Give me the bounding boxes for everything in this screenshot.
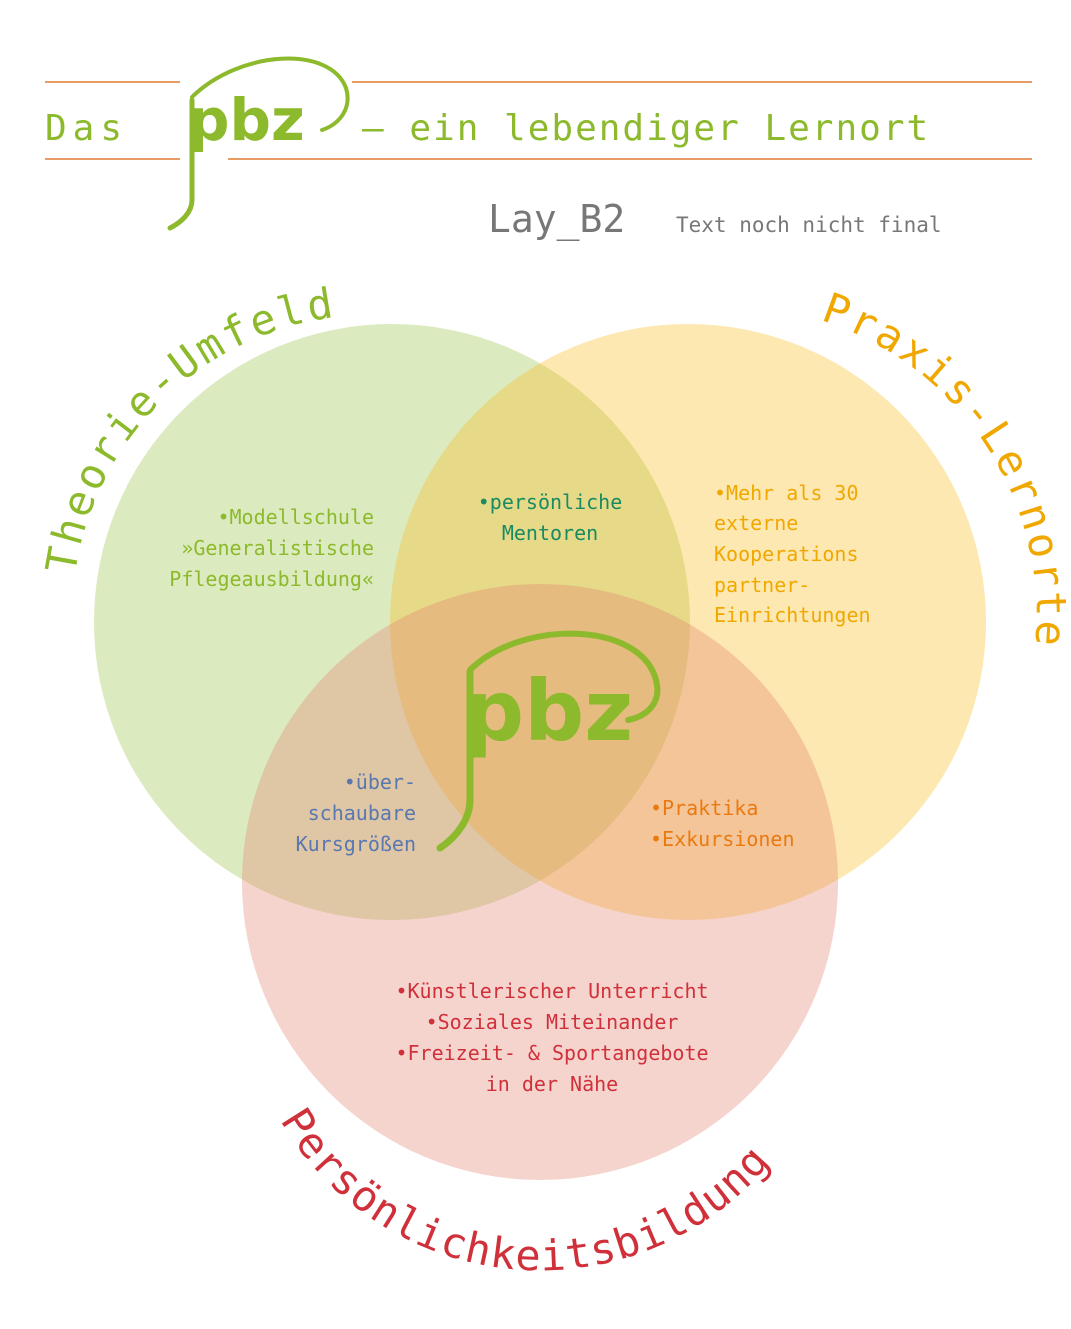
theory-item: •Modellschule [217, 505, 374, 529]
overlap-theory-personality: •über- schaubare Kursgrößen [296, 770, 416, 856]
overlap-item: •über- [344, 770, 416, 794]
overlap-practice-personality: •Praktika •Exkursionen [650, 796, 795, 851]
overlap-item: •Exkursionen [650, 827, 795, 851]
overlap-theory-practice: •persönliche Mentoren [478, 490, 623, 545]
logo-swoosh-icon [190, 56, 350, 132]
personality-item: •Soziales Miteinander [426, 1010, 679, 1034]
header-logo: pbz [167, 56, 350, 231]
practice-item: Kooperations [714, 542, 859, 566]
circle-personality [242, 584, 838, 1180]
practice-item: •Mehr als 30 [714, 481, 859, 505]
circle-theory [94, 324, 690, 920]
center-logo-swoosh-icon [467, 630, 661, 723]
practice-items: •Mehr als 30 externe Kooperations partne… [714, 481, 871, 627]
title-suffix: – ein lebendiger Lernort [362, 108, 930, 149]
practice-item: externe [714, 511, 798, 535]
theory-items: •Modellschule »Generalistische Pflegeaus… [169, 505, 374, 591]
center-logo-text: pbz [464, 662, 633, 760]
practice-item: partner- [714, 573, 810, 597]
personality-item: •Freizeit- & Sportangebote [395, 1041, 708, 1065]
logo-stem-icon [167, 97, 195, 231]
overlap-item: Kursgrößen [296, 832, 416, 856]
circle-practice [390, 324, 986, 920]
draft-note: Text noch nicht final [676, 213, 942, 237]
theory-item: Pflegeausbildung« [169, 567, 374, 591]
overlap-item: schaubare [308, 801, 416, 825]
overlap-item: •Praktika [650, 796, 758, 820]
practice-item: Einrichtungen [714, 603, 871, 627]
logo-text: pbz [188, 86, 305, 154]
center-logo-stem-icon [436, 668, 474, 852]
personality-item: •Künstlerischer Unterricht [395, 979, 708, 1003]
overlap-item: Mentoren [502, 521, 598, 545]
personality-item: in der Nähe [486, 1072, 618, 1096]
overlap-item: •persönliche [478, 490, 623, 514]
draft-label: Lay_B2 [488, 197, 625, 242]
center-logo: pbz [436, 630, 661, 852]
personality-items: •Künstlerischer Unterricht •Soziales Mit… [395, 979, 708, 1096]
theory-item: »Generalistische [181, 536, 374, 560]
title-prefix: Das [45, 108, 128, 149]
